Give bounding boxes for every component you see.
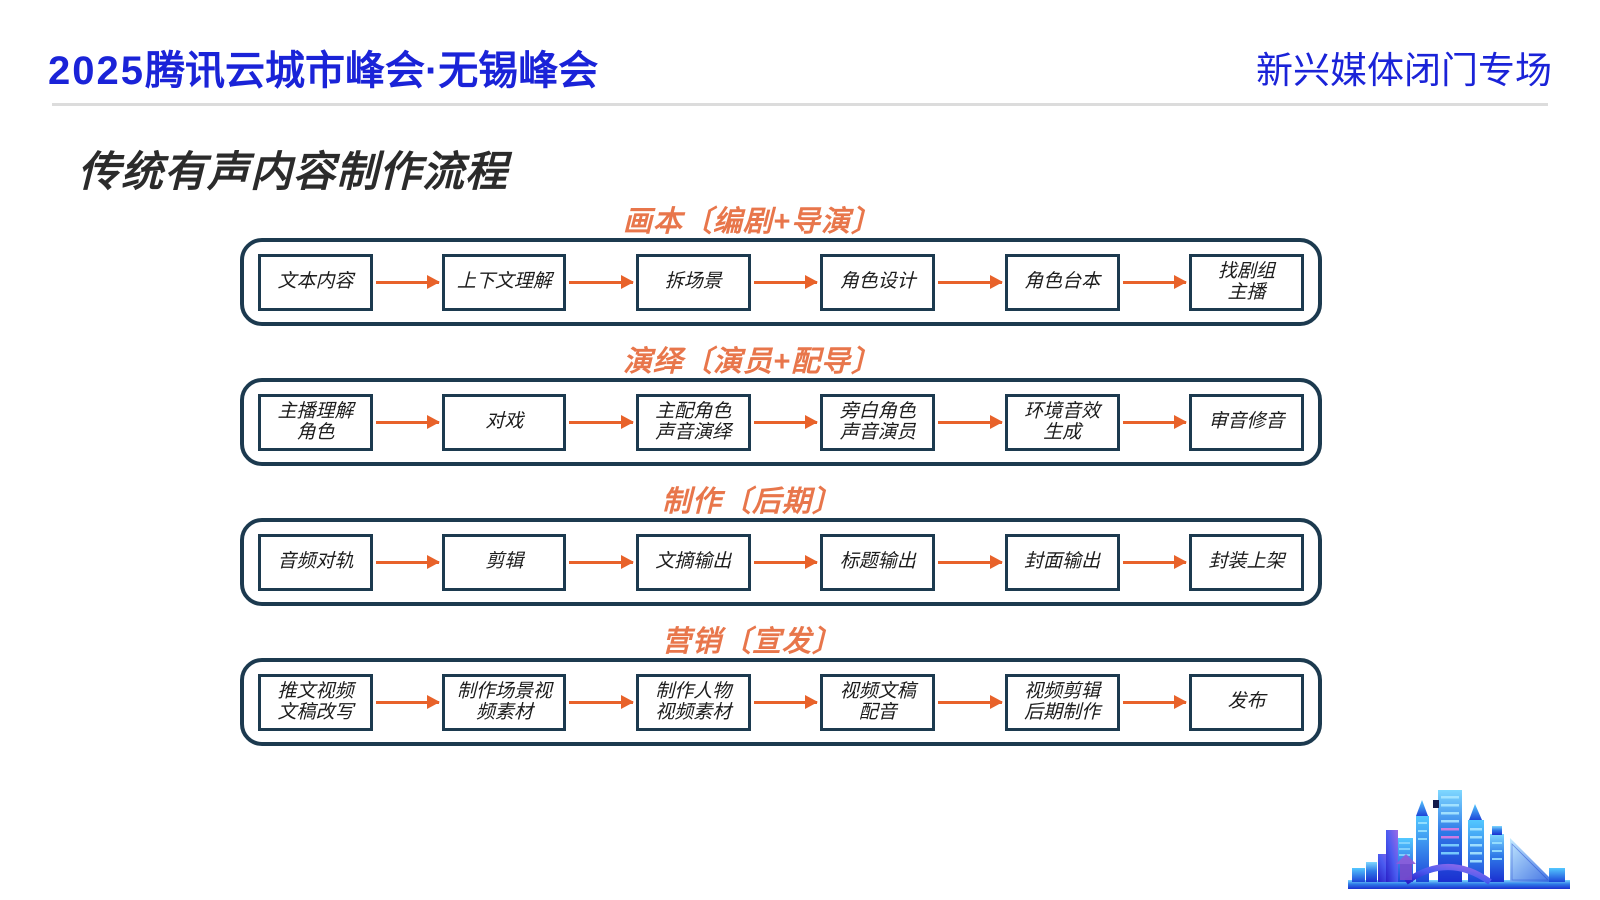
flow-node[interactable]: 制作人物 视频素材 — [635, 673, 751, 731]
flow-arrow-icon — [938, 414, 1004, 429]
flow-node[interactable]: 音频对轨 — [258, 533, 373, 591]
flow-arrow-icon — [569, 414, 635, 429]
city-skyline-icon — [1344, 782, 1574, 894]
flow-node[interactable]: 推文视频 文稿改写 — [258, 673, 373, 731]
flow-diagram: 画本〔编剧+导演〕 文本内容 上下文理解 拆场景 角色设计 角色台本 找剧组 主… — [0, 196, 1600, 756]
flow-node[interactable]: 主播理解 角色 — [258, 393, 373, 451]
flow-arrow-icon — [376, 554, 441, 569]
session-title: 新兴媒体闭门专场 — [1256, 50, 1552, 91]
section-label: 画本〔编剧+导演〕 — [623, 206, 881, 238]
flow-arrow-icon — [376, 694, 441, 709]
flow-node[interactable]: 对戏 — [442, 393, 567, 451]
header-divider — [52, 103, 1548, 106]
flow-node[interactable]: 制作场景视 频素材 — [442, 673, 567, 731]
flow-arrow-icon — [569, 274, 635, 289]
flow-node[interactable]: 封面输出 — [1004, 533, 1120, 591]
flow-node[interactable]: 主配角色 声音演绎 — [635, 393, 751, 451]
flow-arrow-icon — [753, 274, 819, 289]
flow-node[interactable]: 角色设计 — [820, 253, 936, 311]
flow-section: 制作〔后期〕 音频对轨 剪辑 文摘输出 标题输出 封面输出 封装上架 — [0, 476, 1600, 616]
flow-band: 主播理解 角色 对戏 主配角色 声音演绎 旁白角色 声音演员 环境音效 生成 审… — [240, 378, 1322, 466]
flow-node[interactable]: 文本内容 — [258, 253, 373, 311]
flow-arrow-icon — [376, 414, 441, 429]
flow-band: 推文视频 文稿改写 制作场景视 频素材 制作人物 视频素材 视频文稿 配音 视频… — [240, 658, 1322, 746]
flow-node[interactable]: 文摘输出 — [635, 533, 751, 591]
flow-arrow-icon — [938, 694, 1004, 709]
event-name: 腾讯云城市峰会·无锡峰会 — [144, 49, 599, 93]
flow-arrow-icon — [569, 554, 635, 569]
flow-arrow-icon — [753, 554, 819, 569]
flow-node[interactable]: 视频剪辑 后期制作 — [1004, 673, 1120, 731]
flow-section: 营销〔宣发〕 推文视频 文稿改写 制作场景视 频素材 制作人物 视频素材 视频文… — [0, 616, 1600, 756]
flow-node[interactable]: 视频文稿 配音 — [820, 673, 936, 731]
flow-node[interactable]: 角色台本 — [1004, 253, 1120, 311]
section-label: 制作〔后期〕 — [661, 486, 842, 518]
flow-arrow-icon — [938, 554, 1004, 569]
flow-band: 音频对轨 剪辑 文摘输出 标题输出 封面输出 封装上架 — [240, 518, 1322, 606]
flow-arrow-icon — [753, 694, 819, 709]
flow-node[interactable]: 审音修音 — [1189, 393, 1305, 451]
flow-arrow-icon — [753, 414, 819, 429]
section-label: 营销〔宣发〕 — [661, 626, 842, 658]
flow-section: 演绎〔演员+配导〕 主播理解 角色 对戏 主配角色 声音演绎 旁白角色 声音演员… — [0, 336, 1600, 476]
flow-arrow-icon — [376, 274, 441, 289]
event-year: 2025 — [48, 49, 145, 93]
flow-arrow-icon — [1122, 414, 1188, 429]
flow-node[interactable]: 环境音效 生成 — [1004, 393, 1120, 451]
flow-arrow-icon — [1122, 274, 1188, 289]
page-title: 传统有声内容制作流程 — [78, 148, 509, 195]
flow-arrow-icon — [569, 694, 635, 709]
flow-node[interactable]: 剪辑 — [442, 533, 567, 591]
flow-section: 画本〔编剧+导演〕 文本内容 上下文理解 拆场景 角色设计 角色台本 找剧组 主… — [0, 196, 1600, 336]
flow-node[interactable]: 封装上架 — [1189, 533, 1305, 591]
event-title: 2025腾讯云城市峰会·无锡峰会 — [48, 38, 598, 96]
flow-node[interactable]: 拆场景 — [635, 253, 751, 311]
flow-band: 文本内容 上下文理解 拆场景 角色设计 角色台本 找剧组 主播 — [240, 238, 1322, 326]
flow-node[interactable]: 找剧组 主播 — [1189, 253, 1305, 311]
flow-arrow-icon — [938, 274, 1004, 289]
flow-arrow-icon — [1122, 694, 1188, 709]
flow-node[interactable]: 上下文理解 — [442, 253, 567, 311]
flow-node[interactable]: 标题输出 — [820, 533, 936, 591]
flow-node[interactable]: 旁白角色 声音演员 — [820, 393, 936, 451]
section-label: 演绎〔演员+配导〕 — [623, 346, 881, 378]
flow-arrow-icon — [1122, 554, 1188, 569]
flow-node[interactable]: 发布 — [1189, 673, 1305, 731]
slide-header: 2025腾讯云城市峰会·无锡峰会 新兴媒体闭门专场 — [0, 0, 1600, 112]
